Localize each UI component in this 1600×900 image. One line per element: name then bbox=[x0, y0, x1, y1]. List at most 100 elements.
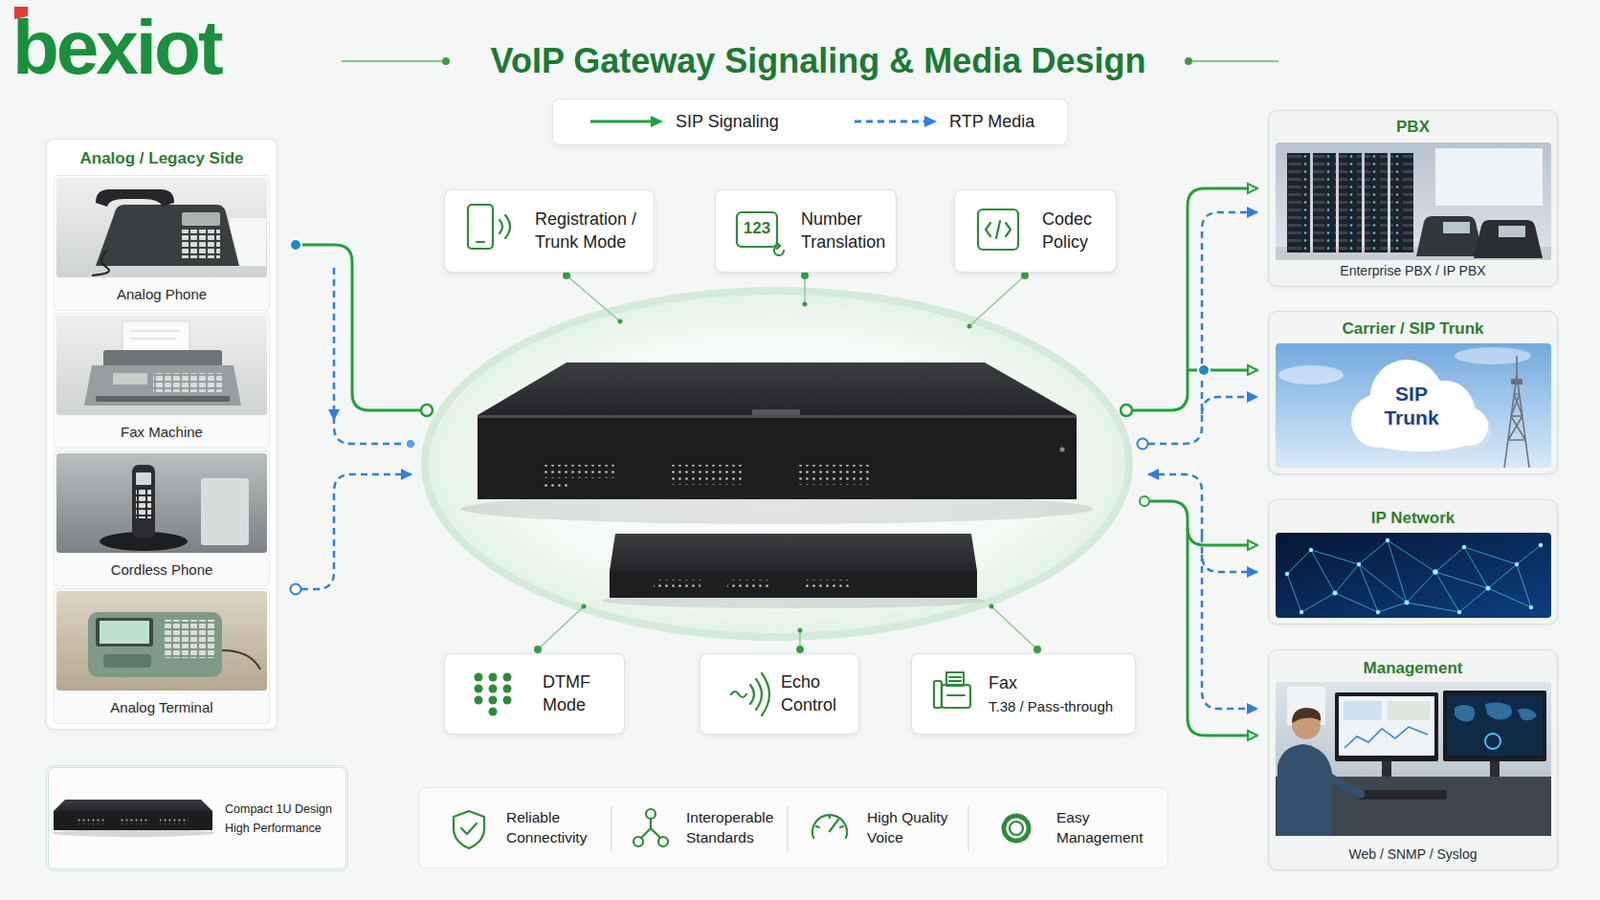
text-slot: 123 bbox=[736, 219, 778, 239]
analog-terminal-photo bbox=[99, 621, 150, 645]
panel-caption: Enterprise PBX / IP PBX bbox=[1268, 262, 1557, 281]
carrier-photo bbox=[1278, 365, 1344, 385]
feature-icons bbox=[731, 691, 747, 698]
panel-heading: IP Network bbox=[1268, 508, 1557, 531]
management-photo bbox=[1343, 701, 1382, 721]
rtp-wires bbox=[1148, 212, 1258, 445]
gateway-device bbox=[805, 579, 853, 592]
pbx-photo bbox=[1473, 220, 1543, 259]
management-photo bbox=[1485, 733, 1501, 750]
feature-icons bbox=[946, 672, 964, 687]
text-slot: Fax Machine bbox=[54, 422, 269, 443]
text-slot: bexiot bbox=[12, 9, 247, 87]
sip-wires bbox=[1132, 188, 1258, 411]
text-slot: Number Translation bbox=[800, 207, 894, 255]
text-slot: Management bbox=[1268, 658, 1557, 681]
leader-lines bbox=[800, 271, 809, 280]
device-card: Cordless Phone bbox=[53, 450, 270, 587]
text-slot: PBX bbox=[1268, 116, 1557, 139]
leader-lines bbox=[537, 606, 584, 650]
text-slot: Compact 1U Design High Performance bbox=[224, 800, 344, 839]
pbx-photo bbox=[1390, 153, 1414, 253]
network-photo bbox=[1287, 540, 1517, 613]
feature-label: Fax bbox=[988, 671, 1133, 695]
title-rule bbox=[341, 60, 443, 63]
feature-box: Number Translation bbox=[714, 189, 897, 273]
fax-machine-photo bbox=[56, 315, 267, 416]
analog-phone-photo bbox=[95, 204, 240, 267]
rtp-wires bbox=[1201, 535, 1258, 573]
pbx-photo bbox=[1275, 260, 1552, 281]
pbx-photo bbox=[1416, 216, 1484, 257]
sip-wires bbox=[295, 188, 1258, 736]
management-photo bbox=[1443, 690, 1547, 762]
fax-machine-photo bbox=[122, 321, 190, 356]
card-label: Cordless Phone bbox=[54, 560, 269, 580]
carrier-photo bbox=[1452, 411, 1491, 450]
pbx-photo bbox=[1287, 153, 1311, 253]
pbx-panel: PBX Enterprise PBX / IP PBX bbox=[1267, 110, 1558, 288]
management-photo bbox=[1338, 696, 1435, 756]
pbx-photo bbox=[1338, 153, 1362, 253]
management-photo bbox=[1275, 777, 1552, 837]
leader-lines bbox=[803, 275, 806, 305]
feature-label: Registration / Trunk Mode bbox=[534, 207, 652, 255]
leader-lines bbox=[581, 604, 587, 610]
feature-icons bbox=[461, 823, 477, 835]
pbx-photo bbox=[1498, 225, 1526, 238]
network-photo bbox=[1385, 538, 1390, 543]
network-photo bbox=[1285, 572, 1289, 577]
cordless-phone-photo bbox=[200, 478, 249, 546]
gateway-device bbox=[540, 465, 615, 479]
network-photo bbox=[1376, 610, 1380, 615]
text-slot: Cordless Phone bbox=[54, 560, 269, 580]
feature-icons bbox=[949, 680, 961, 683]
fax-machine-photo bbox=[153, 373, 223, 393]
compact-device bbox=[76, 817, 106, 825]
feature-icons bbox=[949, 676, 961, 679]
panel-heading: Carrier / SIP Trunk bbox=[1268, 318, 1557, 341]
carrier-photo bbox=[1275, 343, 1552, 468]
network-photo bbox=[1404, 600, 1410, 606]
leader-lines bbox=[562, 271, 571, 280]
cordless-phone-photo bbox=[56, 453, 267, 554]
leader-lines bbox=[969, 275, 1025, 327]
text-slot: VoIP Gateway Signaling & Media Design bbox=[435, 40, 1201, 82]
carrier-photo bbox=[1419, 384, 1477, 443]
text-slot: Easy Management bbox=[1056, 808, 1153, 849]
leader-lines bbox=[802, 302, 808, 308]
analog-terminal-photo bbox=[56, 591, 267, 691]
management-photo bbox=[1287, 687, 1326, 726]
management-photo bbox=[1291, 711, 1321, 740]
text-slot: Fax bbox=[988, 671, 1133, 695]
network-panel: IP Network bbox=[1267, 499, 1558, 625]
wire-ends bbox=[421, 404, 433, 417]
gateway-device bbox=[653, 579, 701, 592]
network-photo bbox=[1457, 610, 1462, 615]
rtp-wires bbox=[301, 212, 1258, 710]
feature-icons bbox=[476, 241, 485, 244]
carrier-panel: Carrier / SIP TrunkSIP Trunk bbox=[1267, 311, 1558, 475]
text-slot: Echo Control bbox=[780, 670, 856, 718]
logo-text: bexiot bbox=[12, 9, 247, 87]
pbx-photo bbox=[1443, 222, 1470, 234]
management-photo bbox=[1275, 682, 1552, 837]
feature-icons bbox=[499, 220, 503, 234]
analog-terminal-photo bbox=[95, 618, 154, 647]
sip-wires bbox=[1150, 501, 1258, 736]
gateway-device bbox=[727, 579, 772, 592]
feature-icons bbox=[761, 673, 770, 716]
fax-machine-photo bbox=[56, 315, 267, 416]
network-photo bbox=[1538, 543, 1543, 548]
rtp-wires bbox=[1201, 397, 1258, 415]
text-slot: T.38 / Pass-through bbox=[988, 697, 1133, 717]
feature-icons bbox=[1003, 816, 1029, 842]
analog-phone-photo bbox=[56, 177, 267, 278]
compact-device bbox=[53, 800, 213, 812]
feature-icons bbox=[947, 694, 965, 697]
legend-line bbox=[854, 120, 927, 124]
band-separators bbox=[610, 806, 613, 852]
feature-icons bbox=[658, 837, 668, 847]
feature-icons bbox=[816, 826, 820, 828]
carrier-photo bbox=[1354, 363, 1491, 456]
